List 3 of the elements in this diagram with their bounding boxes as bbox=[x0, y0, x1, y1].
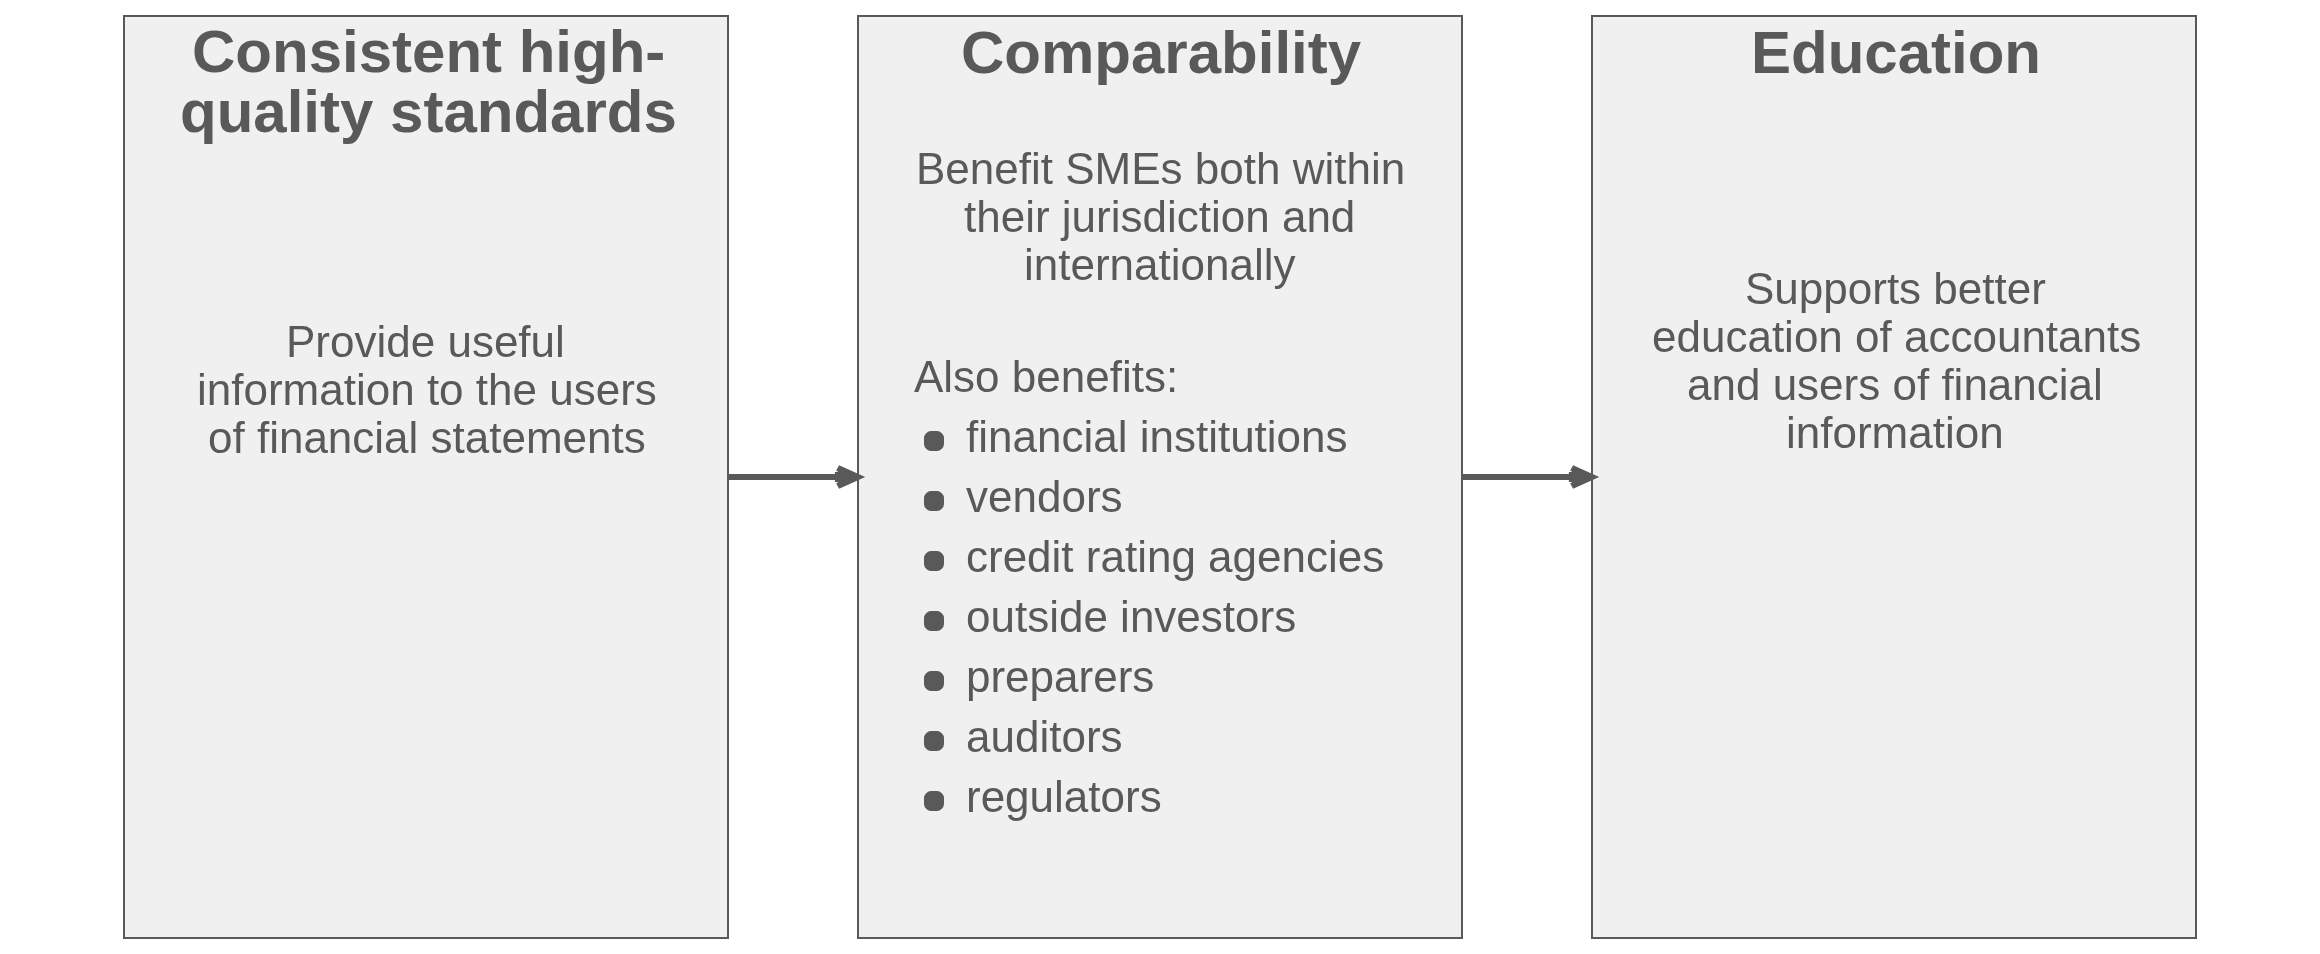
node-box: Consistent high-quality standards Provide useful information to the users of financial statements bbox=[123, 15, 729, 939]
node-box: Comparability Benefit SMEs both within their jurisdiction and internationally Also benefits: financial institutions vendors credit rating agencies outside investors preparers auditors regulators bbox=[857, 15, 1463, 939]
node-box: Education Supports better education of accountants and users of financial information bbox=[1591, 15, 2197, 939]
